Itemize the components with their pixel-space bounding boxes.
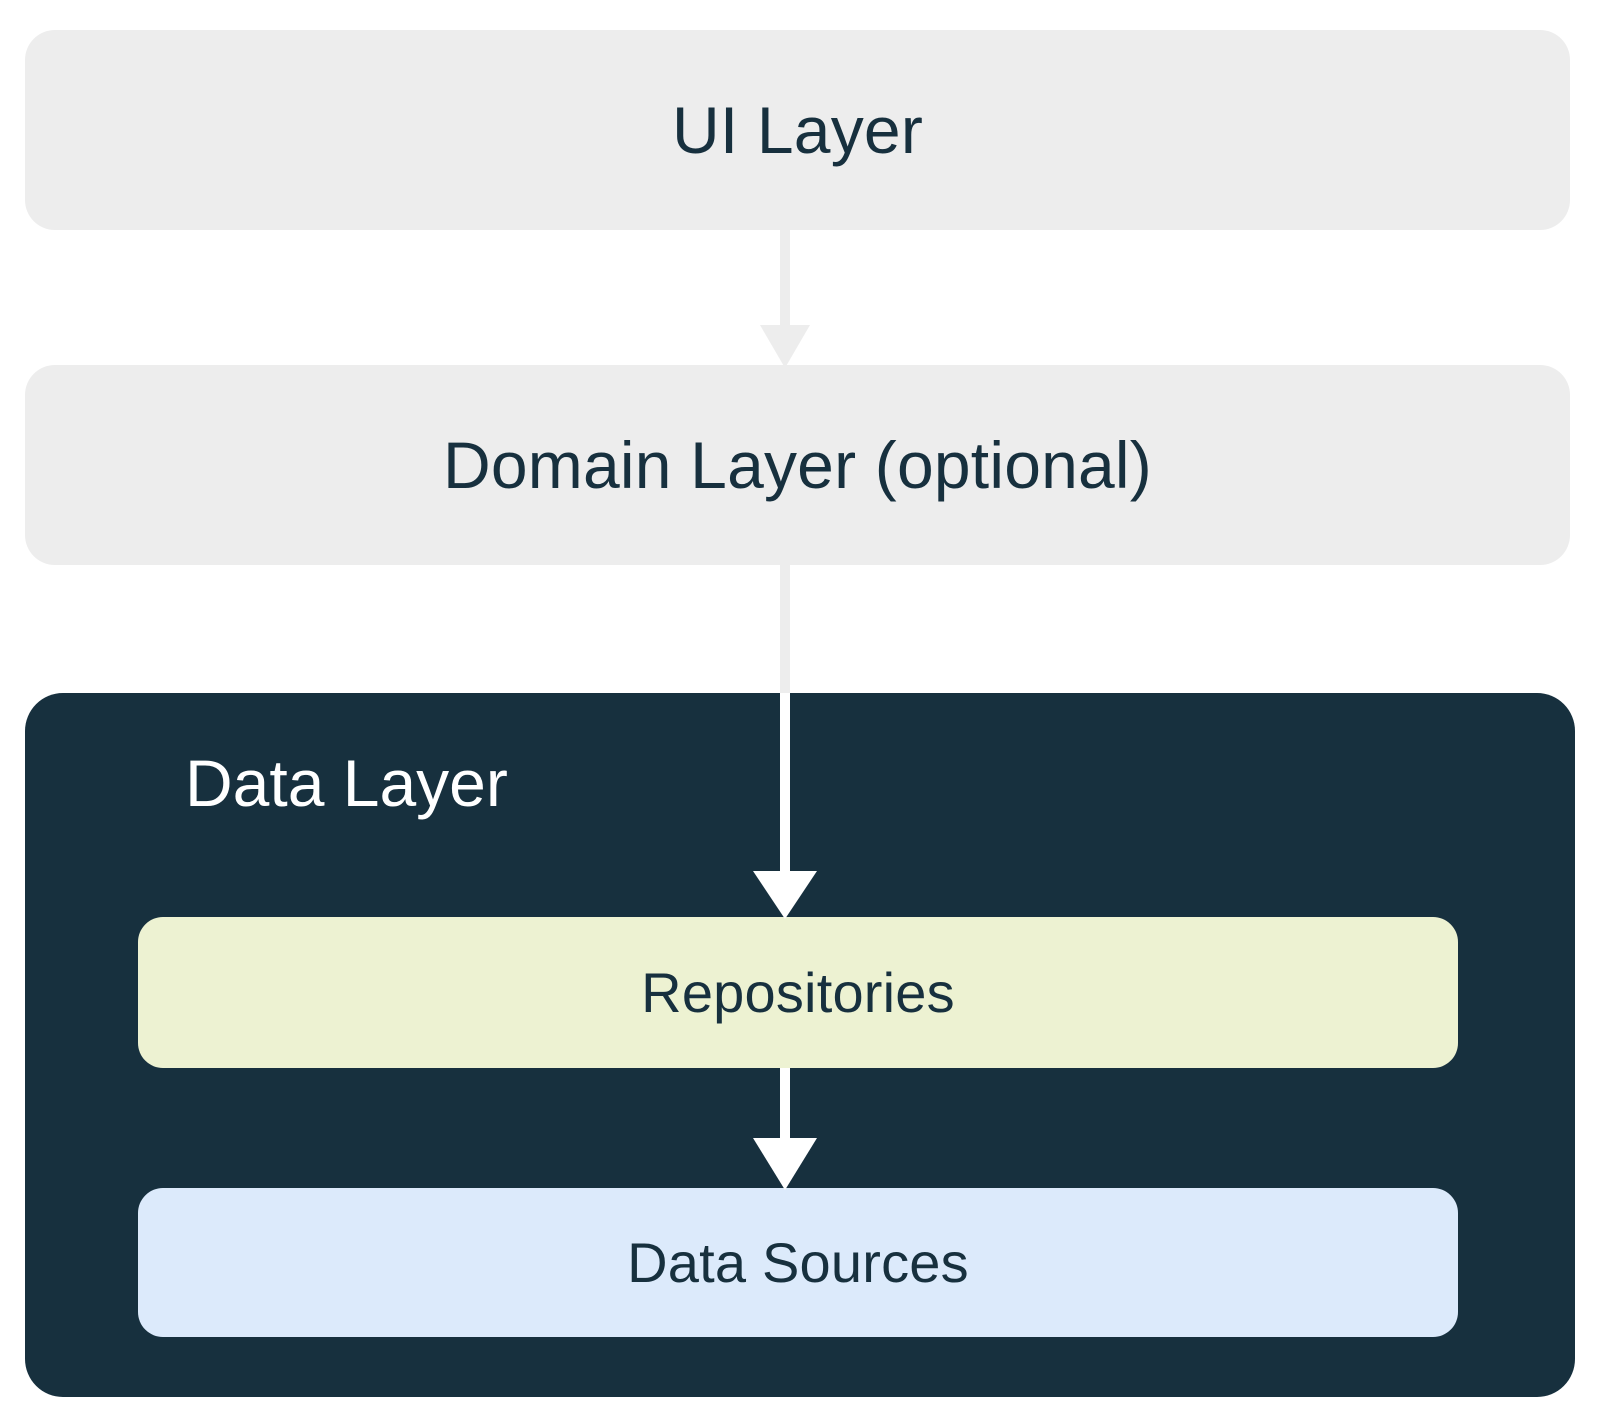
data-layer-label: Data Layer — [185, 746, 508, 820]
domain-layer-label: Domain Layer (optional) — [443, 428, 1152, 502]
data-sources-label: Data Sources — [627, 1230, 969, 1294]
repositories-box[interactable]: Repositories — [138, 917, 1458, 1068]
domain-layer-box[interactable]: Domain Layer (optional) — [25, 365, 1570, 565]
ui-layer-label: UI Layer — [671, 93, 924, 167]
repositories-label: Repositories — [641, 960, 955, 1024]
ui-layer-box[interactable]: UI Layer — [25, 30, 1570, 230]
data-sources-box[interactable]: Data Sources — [138, 1188, 1458, 1337]
